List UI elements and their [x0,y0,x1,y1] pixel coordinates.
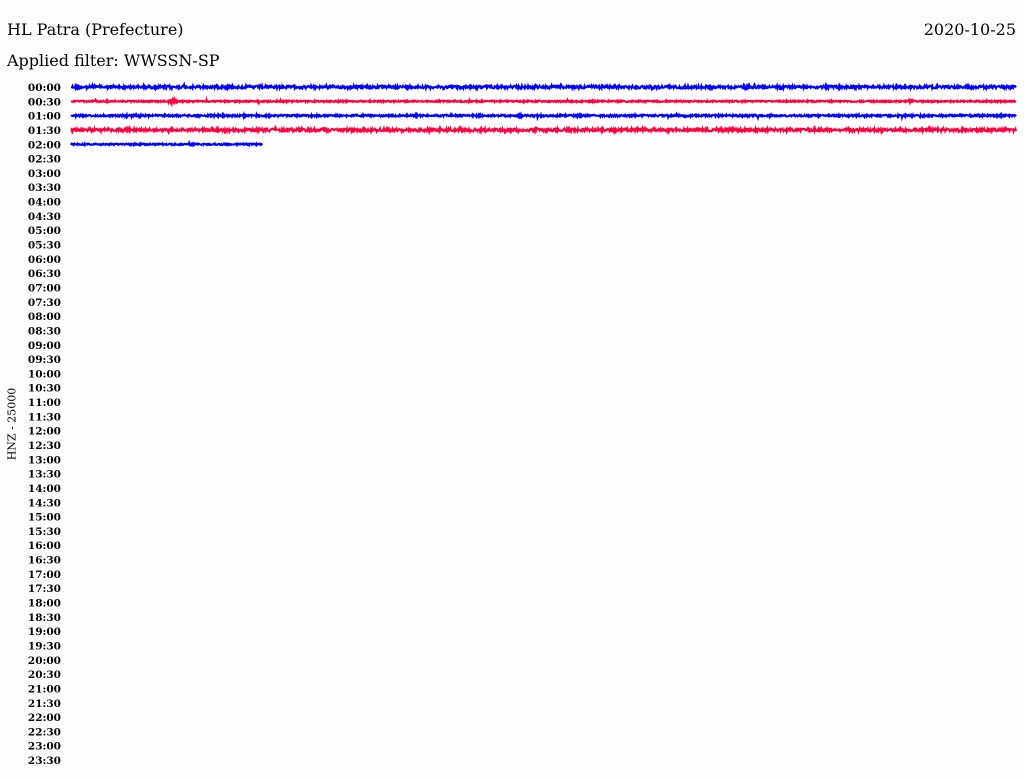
row-time-label: 08:00 [28,311,61,323]
row-time-label: 20:30 [28,669,61,681]
row-time-label: 17:00 [28,569,61,581]
row-time-label: 22:30 [28,726,61,738]
row-time-label: 16:00 [28,540,61,552]
row-time-label: 13:30 [28,469,61,481]
row-time-label: 21:00 [28,683,61,695]
row-time-label: 20:00 [28,655,61,667]
row-time-label: 04:30 [28,211,61,223]
row-time-label: 03:00 [28,168,61,180]
row-time-label: 03:30 [28,182,61,194]
filter-label: Applied filter: WWSSN-SP [7,51,220,70]
seismic-trace-0130 [70,124,1017,136]
row-time-label: 19:00 [28,626,61,638]
row-time-label: 08:30 [28,325,61,337]
row-time-label: 09:00 [28,340,61,352]
row-time-label: 05:30 [28,240,61,252]
row-time-label: 12:00 [28,426,61,438]
row-time-label: 09:30 [28,354,61,366]
row-time-label: 21:30 [28,698,61,710]
seismic-trace-0000 [70,81,1017,93]
row-time-label: 17:30 [28,583,61,595]
row-time-label: 13:00 [28,454,61,466]
row-time-label: 22:00 [28,712,61,724]
row-time-label: 23:00 [28,741,61,753]
seismic-trace-0030 [70,95,1017,108]
seismic-trace-0200 [70,139,264,148]
row-time-label: 10:00 [28,368,61,380]
row-time-label: 06:00 [28,254,61,266]
row-time-label: 00:00 [28,82,61,94]
row-time-label: 18:00 [28,598,61,610]
row-time-label: 14:30 [28,497,61,509]
row-time-label: 05:00 [28,225,61,237]
row-time-label: 12:30 [28,440,61,452]
row-time-label: 07:30 [28,297,61,309]
row-time-label: 15:00 [28,512,61,524]
row-time-label: 16:30 [28,555,61,567]
date-label: 2020-10-25 [923,20,1016,39]
row-time-label: 01:30 [28,125,61,137]
seismic-trace-0100 [70,110,1017,122]
row-time-label: 00:30 [28,96,61,108]
station-title: HL Patra (Prefecture) [7,20,184,39]
row-time-label: 18:30 [28,612,61,624]
row-time-label: 23:30 [28,755,61,767]
row-time-label: 02:00 [28,139,61,151]
row-time-label: 19:30 [28,640,61,652]
row-time-label: 11:00 [28,397,61,409]
row-time-label: 14:00 [28,483,61,495]
row-time-label: 15:30 [28,526,61,538]
row-time-label: 07:00 [28,282,61,294]
row-time-label: 04:00 [28,197,61,209]
row-time-label: 10:30 [28,383,61,395]
row-time-label: 11:30 [28,411,61,423]
row-time-label: 02:30 [28,154,61,166]
row-time-label: 01:00 [28,111,61,123]
row-time-label: 06:30 [28,268,61,280]
